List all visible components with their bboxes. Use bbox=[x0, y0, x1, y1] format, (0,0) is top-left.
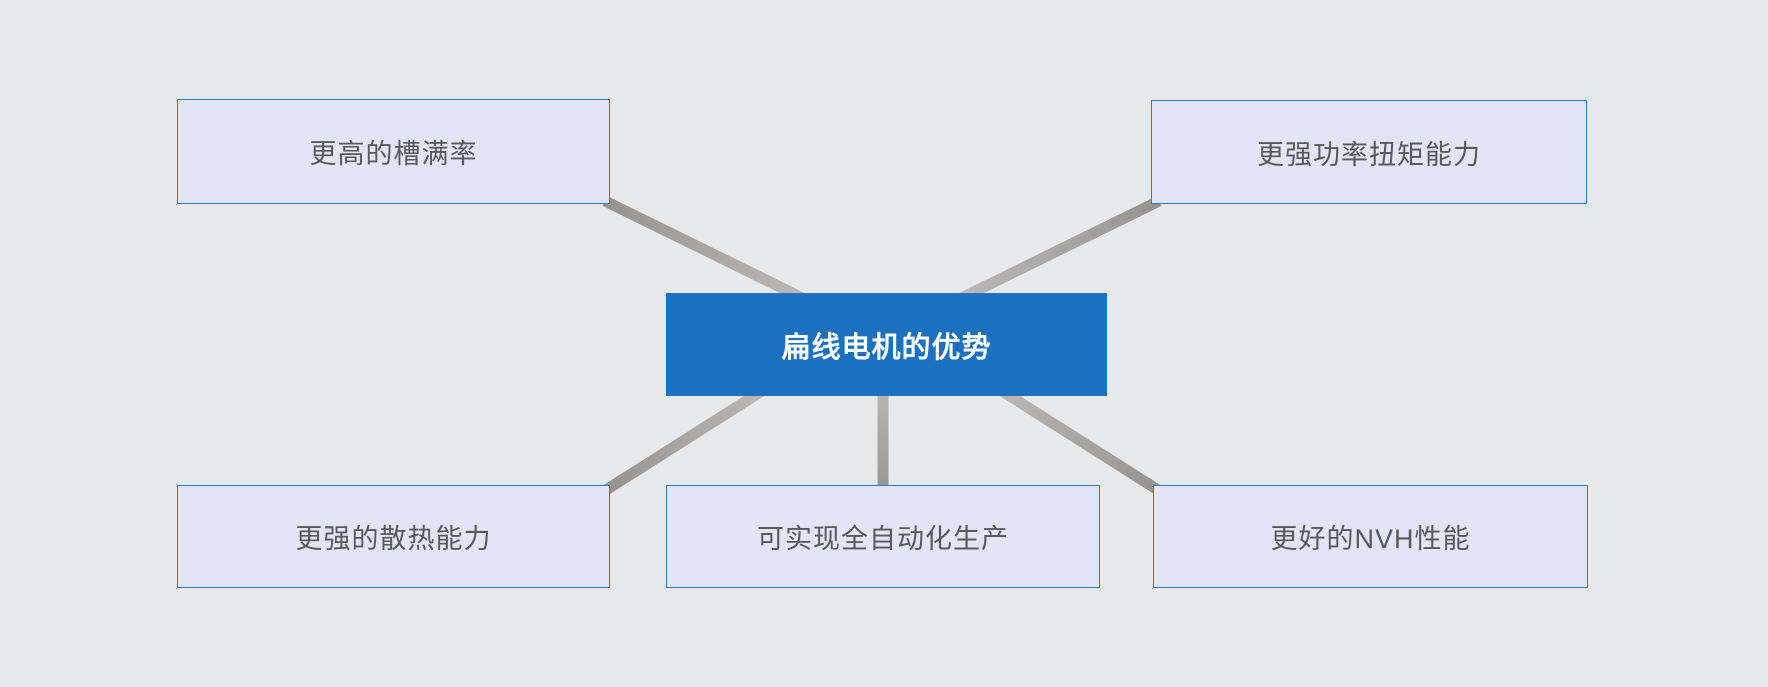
node-bottom-center: 可实现全自动化生产 bbox=[666, 485, 1100, 588]
node-top-left-label: 更高的槽满率 bbox=[309, 139, 478, 169]
node-top-left: 更高的槽满率 bbox=[177, 99, 610, 204]
node-center: 扁线电机的优势 bbox=[666, 293, 1107, 396]
node-bottom-right-label: 更好的NVH性能 bbox=[1270, 524, 1471, 554]
node-bottom-right: 更好的NVH性能 bbox=[1153, 485, 1588, 588]
node-bottom-left: 更强的散热能力 bbox=[177, 485, 610, 588]
node-top-right: 更强功率扭矩能力 bbox=[1151, 100, 1587, 204]
node-bottom-center-label: 可实现全自动化生产 bbox=[757, 524, 1009, 554]
node-center-label: 扁线电机的优势 bbox=[781, 331, 992, 364]
node-bottom-left-label: 更强的散热能力 bbox=[295, 524, 492, 554]
node-top-right-label: 更强功率扭矩能力 bbox=[1257, 139, 1481, 170]
